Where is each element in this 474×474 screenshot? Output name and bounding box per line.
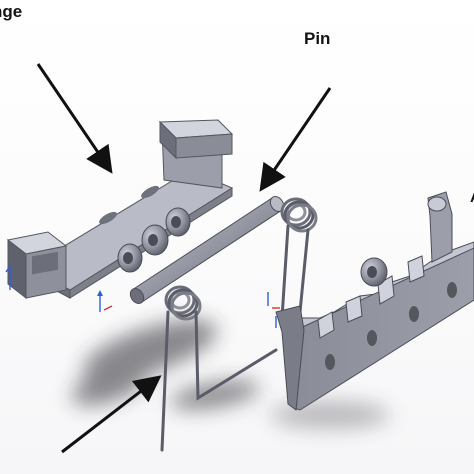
spring-left-leg bbox=[194, 310, 278, 401]
flange-slot bbox=[99, 211, 117, 225]
plate-hole bbox=[409, 306, 419, 322]
torsion-spring-right bbox=[280, 197, 318, 320]
callout-label-pin: Pin bbox=[304, 29, 331, 48]
flange-knuckles bbox=[117, 207, 191, 273]
spring-right-leg bbox=[280, 224, 290, 320]
spring-right-leg bbox=[298, 228, 310, 314]
floor-shadows bbox=[72, 319, 390, 429]
plate-finger bbox=[317, 311, 335, 339]
plate-end-tab bbox=[275, 305, 305, 411]
flange-top-clip-front bbox=[175, 133, 233, 159]
flange-slot bbox=[141, 185, 159, 199]
flange-bracket bbox=[6, 119, 234, 300]
plate-hole bbox=[447, 282, 457, 298]
plate-hole bbox=[325, 354, 335, 370]
callout-label-right-fragment: A bbox=[470, 190, 474, 205]
spring-left-leg bbox=[160, 310, 170, 452]
plate-finger bbox=[407, 255, 425, 283]
plate-finger bbox=[345, 295, 363, 323]
notched-plate bbox=[275, 191, 474, 411]
arrow-pin bbox=[259, 87, 332, 192]
callout-label-flange: nge bbox=[0, 2, 23, 21]
arrow-spring bbox=[61, 375, 162, 454]
flange-top-clip-side bbox=[159, 120, 177, 160]
torsion-spring-left bbox=[160, 285, 278, 452]
pin-end bbox=[129, 288, 145, 304]
callout-arrows bbox=[36, 63, 332, 454]
arrow-flange bbox=[36, 63, 113, 174]
plate-hole bbox=[367, 330, 377, 346]
cad-triad-markers bbox=[5, 265, 280, 328]
flange-clip-window bbox=[32, 251, 58, 275]
